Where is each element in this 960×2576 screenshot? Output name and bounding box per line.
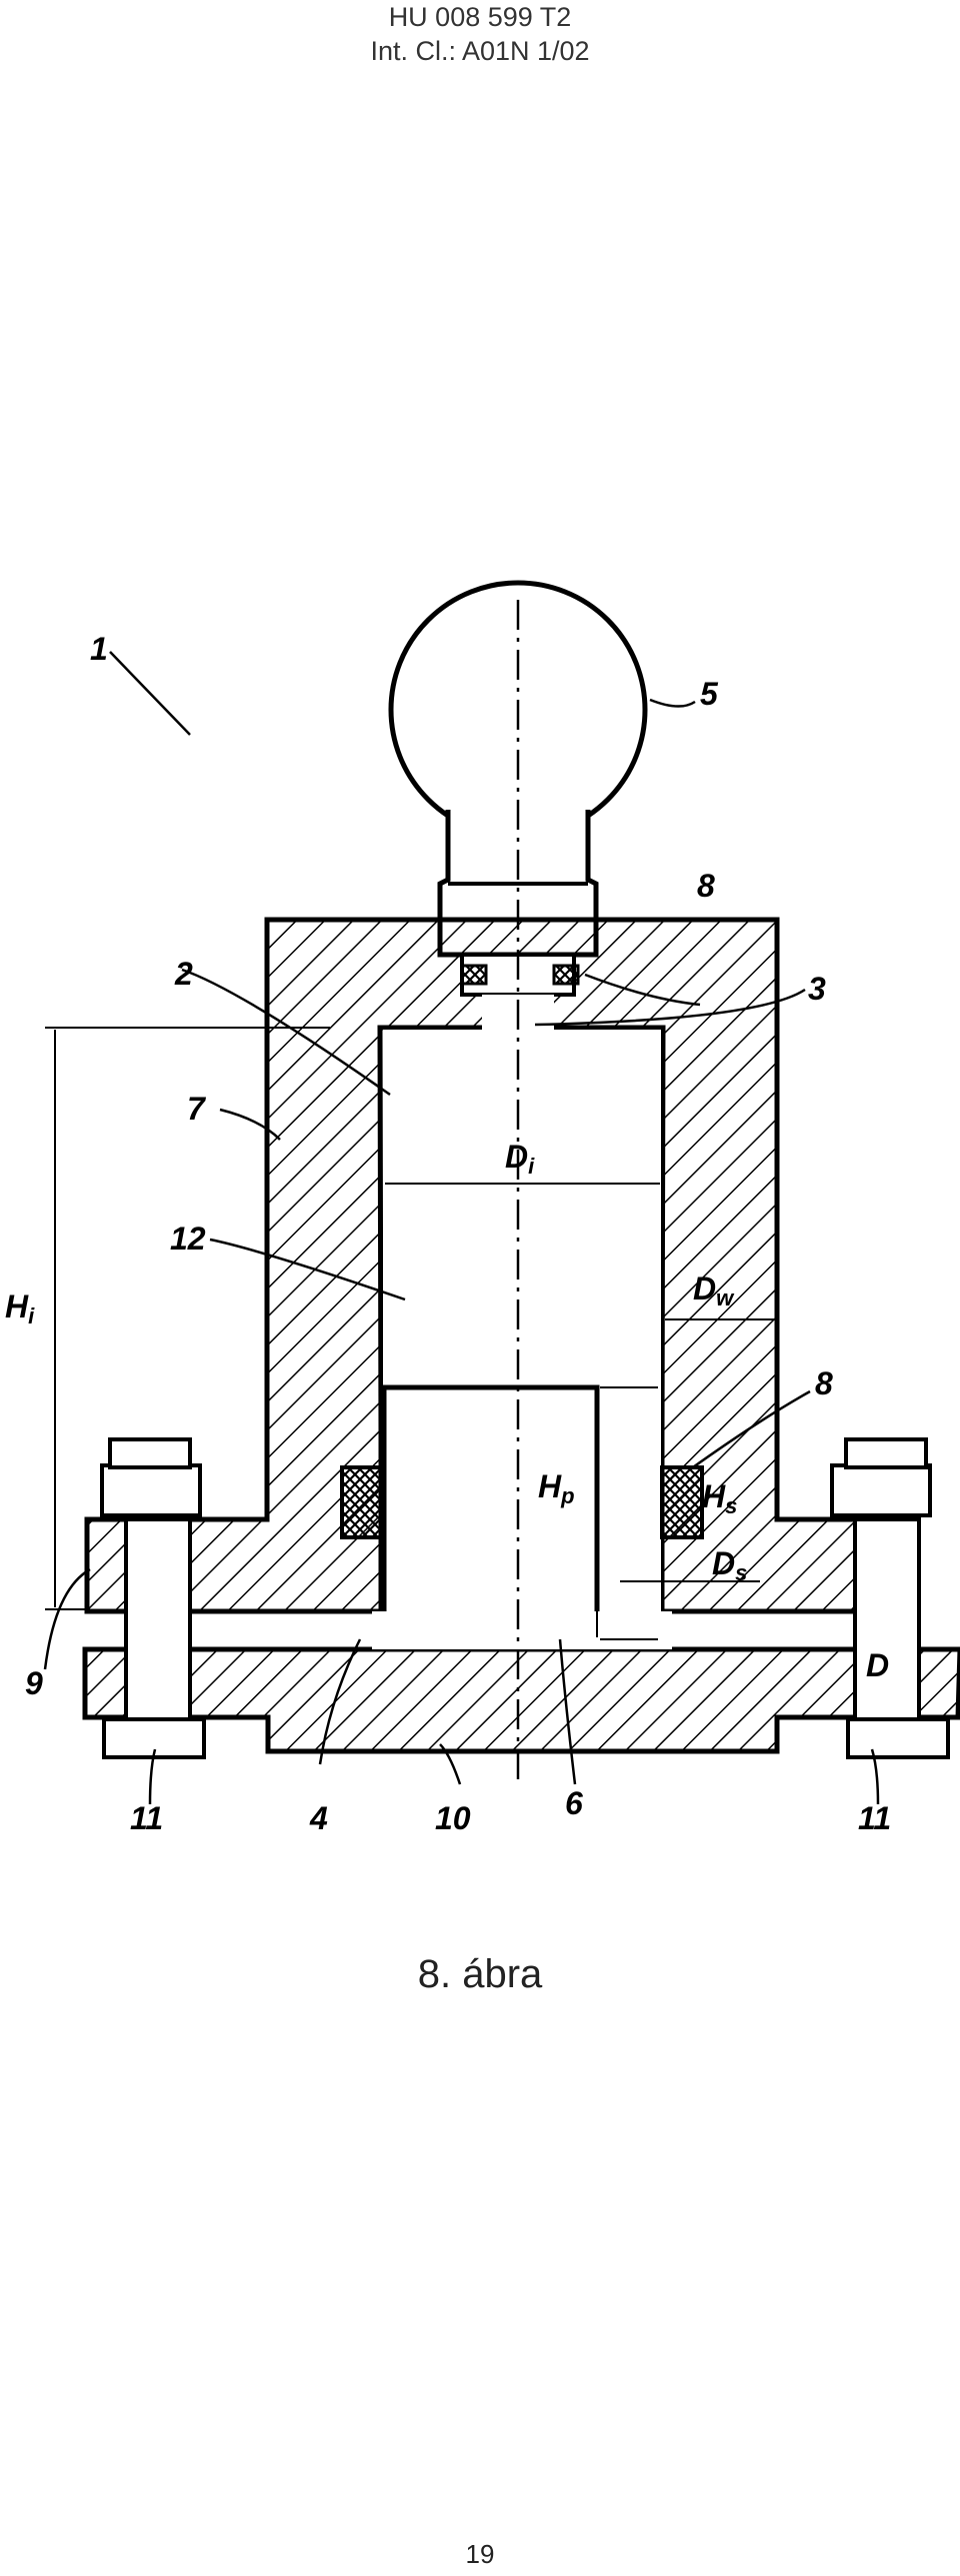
dim-Hi: Hi — [5, 1288, 35, 1328]
ref-10: 10 — [435, 1800, 471, 1836]
patent-number: HU 008 599 T2 — [388, 2, 572, 32]
seal-8-right — [660, 1465, 704, 1539]
base-plate-10 — [82, 1646, 960, 1754]
dim-Dw: Dw — [693, 1271, 735, 1310]
dim-Hs: Hs — [702, 1478, 737, 1518]
technical-drawing: 1 2 3 4 5 6 7 8 8 9 10 11 11 12 Hi Di Dw… — [5, 580, 960, 1836]
seal-8-left — [340, 1465, 384, 1539]
ref-8-top: 8 — [697, 868, 715, 904]
dim-Hp: Hp — [538, 1468, 575, 1508]
bolt-11-left — [100, 1437, 206, 1759]
ref-11-left: 11 — [130, 1800, 163, 1836]
ref-12: 12 — [170, 1221, 206, 1257]
housing-body-7 — [84, 917, 868, 1614]
ref-9: 9 — [25, 1665, 43, 1701]
dim-Di: Di — [505, 1139, 535, 1179]
ref-7: 7 — [187, 1091, 207, 1127]
dim-Ds: Ds — [712, 1545, 747, 1585]
ref-11-right: 11 — [858, 1800, 891, 1836]
ref-4: 4 — [309, 1800, 328, 1836]
ref-5: 5 — [700, 676, 719, 712]
dim-D: D — [866, 1647, 889, 1683]
ref-6: 6 — [565, 1785, 583, 1821]
figure-caption: 8. ábra — [417, 1952, 543, 1996]
ref-2: 2 — [174, 956, 193, 992]
classification: Int. Cl.: A01N 1/02 — [370, 36, 590, 66]
ref-1: 1 — [90, 631, 108, 667]
piston-6 — [381, 1384, 600, 1642]
page-number: 19 — [465, 2539, 495, 2569]
ref-3: 3 — [808, 971, 826, 1007]
ref-8-right: 8 — [815, 1365, 833, 1401]
bolt-11-right — [830, 1437, 950, 1759]
